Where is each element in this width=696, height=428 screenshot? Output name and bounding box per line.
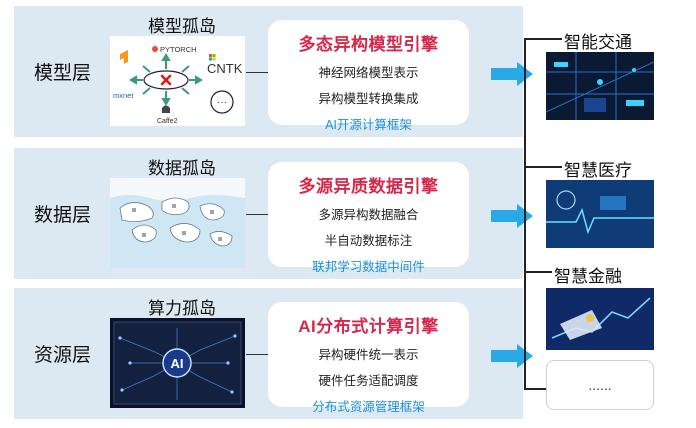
- app-label-healthcare: 智慧医疗: [562, 156, 634, 181]
- layer-label: 数据层: [34, 205, 92, 226]
- microsoft-logo-icon: [209, 54, 212, 57]
- engine-framework: 联邦学习数据中间件: [312, 260, 425, 274]
- application-tree-trunk: [524, 38, 526, 388]
- right-arrow-icon: [491, 62, 533, 86]
- data-islands-image: [110, 178, 245, 268]
- engine-feature: 异构模型转换集成: [318, 92, 419, 106]
- engine-title: 多源异质数据引擎: [298, 177, 439, 196]
- engine-title: AI分布式计算引擎: [298, 317, 439, 336]
- more-frameworks-circle: [210, 90, 234, 114]
- model-layer-panel: 模型层 模型孤岛 PYTORCH: [14, 6, 533, 137]
- engine-feature: 硬件任务适配调度: [318, 374, 419, 388]
- finance-image: [546, 288, 654, 350]
- red-x-icon: [160, 74, 172, 86]
- engine-framework: AI开源计算框架: [325, 118, 412, 132]
- healthcare-graphic: [546, 180, 654, 248]
- tree-branch: [524, 38, 562, 40]
- more-frameworks-dots: ···: [217, 97, 227, 108]
- tree-branch: [524, 166, 562, 168]
- ai-chip-icon: [162, 348, 192, 378]
- framework-logos-graphic: PYTORCH CNTK mxnet Caffe2 ···: [110, 36, 245, 126]
- tree-branch: [524, 271, 552, 273]
- app-label-traffic: 智能交通: [562, 28, 634, 53]
- stethoscope-icon: [556, 190, 576, 210]
- cntk-logo-text: CNTK: [207, 61, 243, 76]
- finance-graphic: [546, 288, 654, 350]
- compute-engine-box: AI分布式计算引擎 异构硬件统一表示 硬件任务适配调度 分布式资源管理框架: [268, 302, 469, 414]
- island-houses: [132, 204, 222, 241]
- island-engine-connector: [246, 214, 268, 215]
- more-applications-box: ......: [546, 360, 654, 410]
- healthcare-image: [546, 180, 654, 248]
- engine-feature: 多源异构数据融合: [318, 208, 419, 222]
- data-islands-graphic: [110, 178, 245, 268]
- traffic-grid: [546, 52, 654, 120]
- data-layer-panel: 数据层 数据孤岛 多源异质数据引擎 多源异构数据融合 半自动数据标注 联邦: [14, 148, 533, 279]
- right-arrow-icon: [491, 204, 533, 228]
- engine-feature: 半自动数据标注: [324, 234, 413, 248]
- pytorch-logo-text: PYTORCH: [160, 45, 197, 54]
- resource-layer-panel: 资源层 算力孤岛 AI AI分布式计算引擎 异构硬件统一表示 硬件任务适配调度 …: [14, 288, 533, 419]
- traffic-graphic: [546, 52, 654, 120]
- engine-framework: 分布式资源管理框架: [312, 400, 425, 414]
- circuit-nodes: [118, 334, 237, 394]
- traffic-points: [554, 62, 644, 106]
- data-engine-box: 多源异质数据引擎 多源异构数据融合 半自动数据标注 联邦学习数据中间件: [268, 162, 469, 274]
- traffic-image: [546, 52, 654, 120]
- app-label-finance: 智慧金融: [552, 262, 624, 287]
- island-title: 算力孤岛: [148, 299, 216, 318]
- island-engine-connector: [246, 72, 268, 73]
- compute-chip-image: AI: [110, 318, 245, 408]
- tensorflow-logo-icon: [120, 50, 128, 64]
- engine-title: 多态异构模型引擎: [298, 35, 439, 54]
- island-engine-connector: [246, 354, 268, 355]
- coin-icon: [586, 314, 594, 322]
- engine-feature: 神经网络模型表示: [318, 66, 419, 80]
- heartbeat-line: [546, 207, 654, 235]
- island-title: 模型孤岛: [148, 17, 216, 36]
- layer-label: 资源层: [34, 345, 92, 366]
- ai-chip-label: AI: [171, 356, 184, 371]
- compute-chip-graphic: AI: [110, 318, 245, 408]
- island-title: 数据孤岛: [148, 159, 216, 178]
- outward-arrows-icon: [129, 53, 203, 106]
- model-engine-box: 多态异构模型引擎 神经网络模型表示 异构模型转换集成 AI开源计算框架: [268, 20, 469, 132]
- framework-logos-image: PYTORCH CNTK mxnet Caffe2 ···: [110, 36, 245, 126]
- pytorch-flame-icon: [152, 46, 158, 52]
- caffe2-cup-icon: [162, 105, 170, 113]
- caffe2-logo-text: Caffe2: [157, 118, 178, 125]
- layer-label: 模型层: [34, 63, 92, 84]
- mxnet-logo-text: mxnet: [113, 91, 134, 100]
- right-arrow-icon: [491, 344, 533, 368]
- tree-branch: [524, 388, 546, 390]
- engine-feature: 异构硬件统一表示: [318, 348, 419, 362]
